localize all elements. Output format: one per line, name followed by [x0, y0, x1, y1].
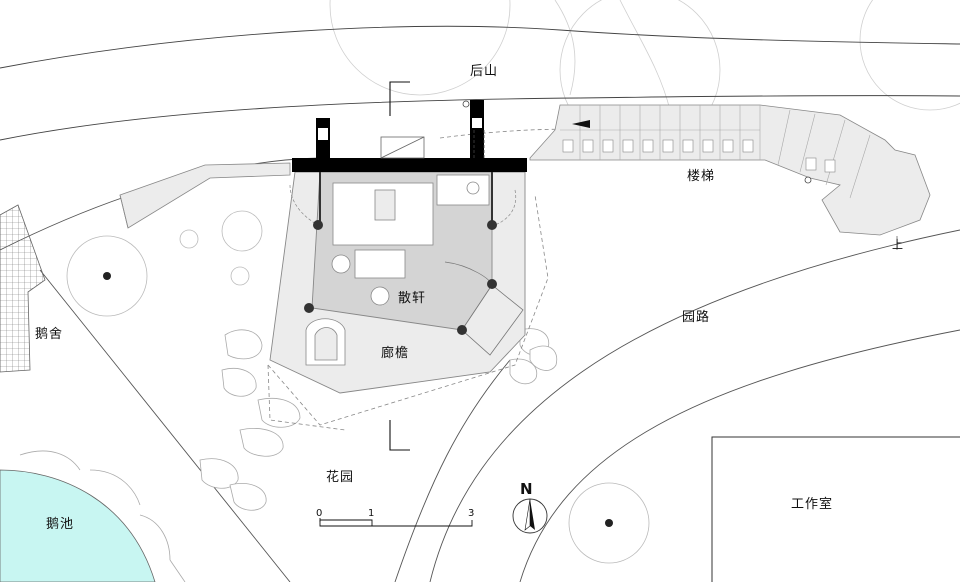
lamp-mark [462, 100, 470, 108]
label-back-hill: 后山 [470, 64, 498, 79]
north-arrow [512, 498, 548, 534]
studio-building [711, 436, 960, 582]
scale-tick-3: 3 [468, 508, 474, 519]
stair-arrow [572, 120, 590, 128]
label-up: 上 [892, 238, 904, 251]
stair-small-rects [562, 139, 836, 173]
goose-pond [0, 469, 156, 582]
wall-door-arcs [289, 184, 517, 226]
label-garden-path: 园路 [682, 309, 710, 325]
stair-treads [560, 105, 871, 199]
garden-trees [66, 210, 650, 564]
column-posts [319, 172, 493, 222]
skylight-box [380, 136, 425, 159]
tree-trunks [103, 272, 613, 527]
label-goose-house: 鹅舍 [35, 326, 63, 342]
pond-stones [19, 450, 186, 582]
label-veranda: 廊檐 [381, 345, 409, 361]
hill-road [0, 25, 960, 141]
section-markers [389, 81, 410, 451]
scale-tick-1: 1 [368, 508, 374, 519]
label-garden: 花园 [326, 469, 354, 485]
label-pavilion: 散轩 [398, 291, 426, 306]
stair-lamp [804, 176, 812, 184]
retaining-wall [119, 162, 291, 229]
site-arcs [0, 157, 960, 582]
north-label: N [520, 480, 533, 498]
wall-pillars [316, 100, 484, 158]
label-stairs: 楼梯 [687, 169, 715, 184]
columns [304, 220, 497, 335]
back-wall [292, 158, 527, 172]
scale-bar [319, 518, 473, 527]
label-goose-pond: 鹅池 [46, 516, 74, 532]
goose-house [0, 204, 46, 373]
furniture [305, 174, 490, 366]
label-studio: 工作室 [791, 496, 833, 512]
stepping-stones [199, 328, 558, 511]
folding-door [461, 284, 524, 356]
stairs [529, 104, 931, 236]
scale-tick-0: 0 [316, 508, 322, 519]
